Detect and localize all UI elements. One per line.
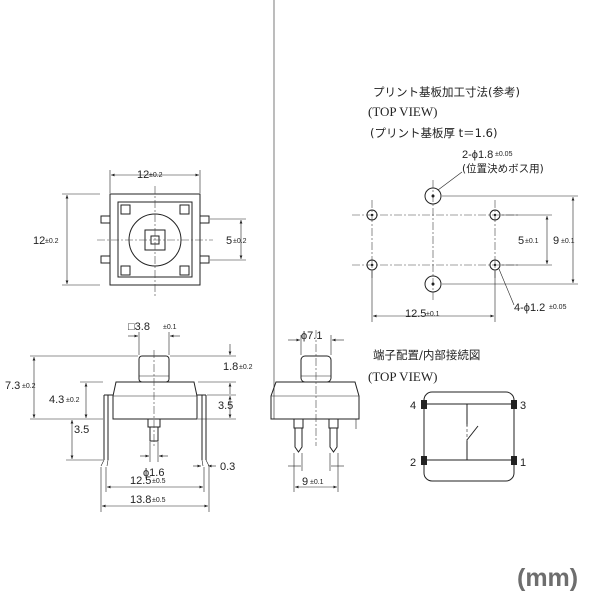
pin-thickness-value: 0.3 — [220, 461, 235, 473]
right-height-dimension: 3.5 — [198, 394, 236, 420]
internal-circuit: 端子配置/内部接続図 (TOP VIEW) 4 3 2 1 — [368, 348, 526, 482]
pin-pitch-tolerance: ±0.5 — [152, 478, 166, 485]
total-height-tolerance: ±0.2 — [22, 383, 36, 390]
pin-label-1: 1 — [520, 457, 526, 469]
pcb-layout-title: プリント基板加工寸法(参考) — [373, 85, 520, 99]
top-height-tolerance: ±0.2 — [45, 238, 59, 245]
front-body — [270, 0, 360, 453]
pin-label-4: 4 — [410, 400, 416, 412]
total-height-value: 7.3 — [5, 380, 20, 392]
plunger-height-dimension: 1.8 ±0.2 — [170, 344, 253, 394]
pin-pitch-dimension: 12.5 ±0.5 — [105, 467, 205, 492]
pin-hole-tolerance: ±0.05 — [549, 304, 567, 311]
pin-label-3: 3 — [520, 400, 526, 412]
front-pin-pitch-tolerance: ±0.1 — [310, 479, 324, 486]
top-height-value: 12 — [33, 235, 45, 247]
pcb-vertical-outer-value: 9 — [553, 235, 559, 247]
plunger-top — [97, 186, 213, 296]
pin-spacing-tolerance: ±0.2 — [233, 238, 247, 245]
plunger-size-value: □3.8 — [128, 321, 150, 333]
boss-hole-tolerance: ±0.05 — [495, 151, 513, 158]
plunger-height-value: 1.8 — [223, 361, 238, 373]
side-view: □3.8 ±0.1 1.8 ±0.2 3.5 7.3 ±0.2 4. — [5, 321, 253, 512]
front-pin-pitch-dimension: 9 ±0.1 — [288, 453, 344, 492]
body-height-value: 4.3 — [49, 394, 64, 406]
plunger-height-tolerance: ±0.2 — [239, 364, 253, 371]
top-view: 12 ±0.2 12 ±0.2 5 ±0.2 — [33, 169, 247, 296]
pcb-thickness-note: (プリント基板厚 t＝1.6) — [370, 126, 497, 140]
pcb-horizontal-value: 12.5 — [405, 308, 426, 320]
switch-contact-symbol — [427, 403, 511, 461]
body-height-dimension: 4.3 ±0.2 — [49, 381, 103, 418]
top-width-tolerance: ±0.2 — [149, 172, 163, 179]
pcb-vertical-outer-tolerance: ±0.1 — [561, 238, 575, 245]
front-pin-pitch-value: 9 — [302, 476, 308, 488]
top-width-value: 12 — [137, 169, 149, 181]
pin-hole-value: 4-ϕ1.2 — [514, 302, 545, 314]
plunger-diameter-value: ϕ7.1 — [301, 330, 322, 342]
top-width-dimension: 12 ±0.2 — [109, 169, 201, 193]
boss-hole-callout: 2-ϕ1.8 ±0.05 (位置決めボス用) — [437, 149, 544, 191]
body-height-tolerance: ±0.2 — [66, 397, 80, 404]
pin-thickness-dimension: 0.3 — [193, 461, 235, 473]
boss-hole-value: 2-ϕ1.8 — [462, 149, 493, 161]
switch-package-outline — [423, 391, 515, 482]
pin-spacing-dimension: 5 ±0.2 — [210, 218, 247, 261]
top-height-dimension: 12 ±0.2 — [33, 193, 100, 286]
pcb-vertical-inner-dimension: 5 ±0.1 — [501, 214, 552, 266]
pcb-vertical-inner-value: 5 — [518, 235, 524, 247]
pin-hole-callout: 4-ϕ1.2 ±0.05 — [498, 268, 567, 314]
plunger-diameter-dimension: ϕ7.1 — [288, 330, 344, 355]
pin-pitch-value: 12.5 — [130, 475, 151, 487]
outer-width-tolerance: ±0.5 — [152, 497, 166, 504]
pcb-horizontal-dimension: 12.5 ±0.1 — [371, 271, 496, 322]
right-height-value: 3.5 — [218, 400, 233, 412]
pin-spacing-value: 5 — [226, 235, 232, 247]
leg-length-dimension: 3.5 — [66, 420, 103, 461]
pcb-layout-subtitle: (TOP VIEW) — [368, 104, 437, 119]
pin-label-2: 2 — [410, 457, 416, 469]
plunger-size-tolerance: ±0.1 — [163, 324, 177, 331]
pcb-layout: プリント基板加工寸法(参考) (TOP VIEW) (プリント基板厚 t＝1.6… — [352, 85, 578, 322]
leg-length-value: 3.5 — [74, 424, 89, 436]
total-height-dimension: 7.3 ±0.2 — [5, 355, 138, 420]
boss-hole-note: (位置決めボス用) — [462, 162, 544, 175]
pcb-vertical-outer-dimension: 9 ±0.1 — [442, 195, 578, 285]
hole-pattern — [352, 180, 520, 300]
pin-diameter-dimension: ϕ1.6 — [140, 442, 168, 479]
outer-width-dimension: 13.8 ±0.5 — [100, 467, 210, 512]
pcb-vertical-inner-tolerance: ±0.1 — [525, 238, 539, 245]
side-body — [100, 350, 210, 467]
pin-diameter-value: ϕ1.6 — [143, 467, 164, 479]
front-view: ϕ7.1 9 ±0.1 — [270, 0, 360, 492]
circuit-title: 端子配置/内部接続図 — [373, 348, 480, 362]
circuit-subtitle: (TOP VIEW) — [368, 369, 437, 384]
plunger-size-dimension: □3.8 ±0.1 — [128, 321, 180, 355]
unit-label: (mm) — [517, 564, 578, 592]
pcb-horizontal-tolerance: ±0.1 — [426, 311, 440, 318]
outer-width-value: 13.8 — [130, 494, 151, 506]
